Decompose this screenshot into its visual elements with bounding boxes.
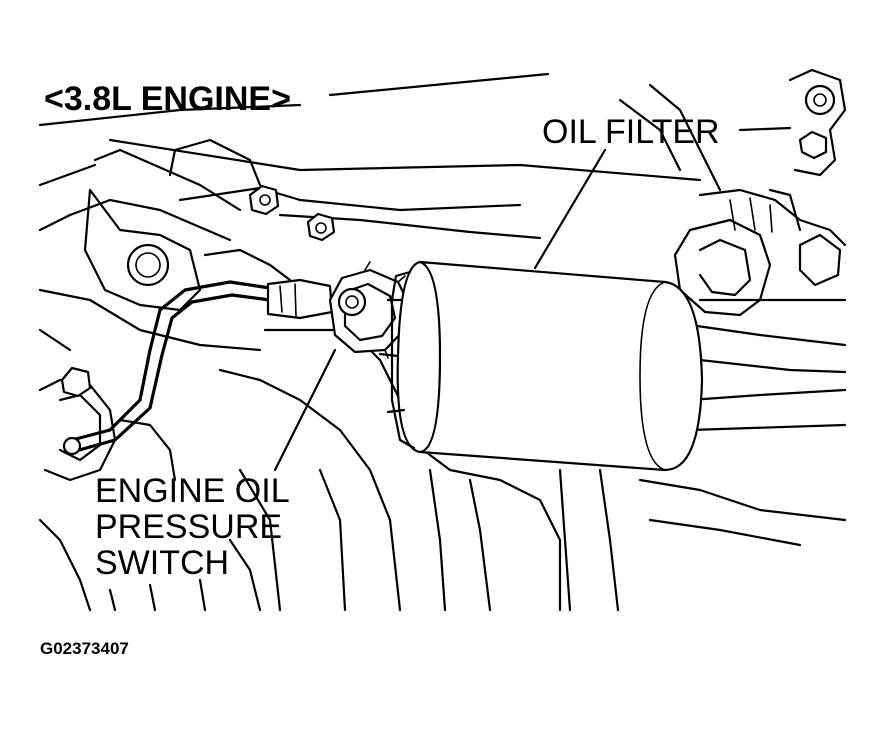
leader-lines xyxy=(273,126,792,472)
figure-id: G02373407 xyxy=(40,639,129,658)
diagram-title: <3.8L ENGINE> xyxy=(44,80,291,118)
pressure-switch-label-line1: ENGINE OIL xyxy=(95,472,290,510)
oil-pressure-switch-shape xyxy=(328,261,413,359)
oil-filter-shape xyxy=(378,260,704,472)
pressure-switch-label-line2: PRESSURE xyxy=(95,508,282,546)
pressure-switch-label-line3: SWITCH xyxy=(95,544,229,582)
pressure-switch-leader xyxy=(273,348,337,472)
oil-filter-leader xyxy=(533,148,607,270)
oil-filter-label: OIL FILTER xyxy=(542,113,720,151)
engine-block-artwork xyxy=(38,68,847,612)
